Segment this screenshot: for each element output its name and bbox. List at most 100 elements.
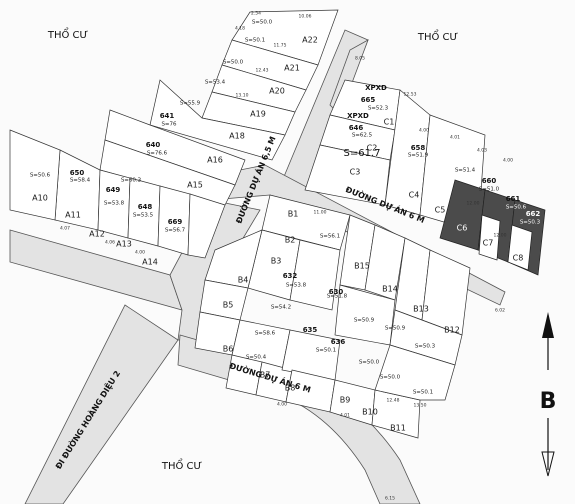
extra-areas: S=76 S=51.0 S=52.3 S=62.5 [161,106,499,193]
plot-area-a10: S=50.6 [30,173,51,179]
plot-name-c8: C8 [513,254,524,263]
plot-name-c7: C7 [483,239,494,248]
lot-number-665: 665 [361,96,376,104]
plot-area-a11: S=58.4 [70,178,91,184]
plot-name-b13: B13 [413,305,429,314]
lot-b3 [289,239,341,311]
lot-number-641: 641 [160,112,175,120]
dim-17: 12.00 [467,201,480,207]
lot-number-658: 658 [411,144,426,152]
lot-number-646: 646 [349,124,364,132]
plot-name-a10: A10 [32,194,48,203]
dimensions: 4.18 2.54 10.06 11.75 12.43 13.10 4.07 4… [60,11,513,502]
plot-name-b7: B7 [260,371,271,380]
dim-23: 13.50 [414,403,427,409]
plot-area-b15: S=51.8 [327,294,348,300]
plot-area-b14: S=50.9 [354,318,375,324]
plot-area-a13: S=53.5 [133,213,154,219]
plot-labels: A22 S=50.0 A21 S=50.1 A20 S=50.0 A19 S=5… [30,20,541,433]
plot-area-b8: S=50.1 [316,348,336,354]
plot-area-b10: S=50.0 [380,375,401,381]
lot-number-660: 660 [482,177,497,185]
plot-name-b1: B1 [288,210,299,219]
lot-label-xpxd-2: XPXD [347,112,369,120]
plot-name-a20: A20 [269,87,285,96]
plot-area-c8: S=50.3 [520,220,541,226]
plot-name-b10: B10 [362,408,378,417]
plot-area-b11: S=50.1 [413,390,433,396]
dim-9: 4.00 [135,250,145,256]
dim-2: 2.54 [251,11,261,17]
north-letter: B [540,389,557,414]
plot-area-b4: S=53.8 [286,283,307,289]
plot-area-b12: S=50.3 [415,344,436,350]
lot-number-632: 632 [283,272,298,280]
plot-area-a15: S=60.3 [121,178,142,184]
plot-area-a14: S=56.7 [165,228,186,234]
plot-name-c6: C6 [457,224,468,233]
lot-b-low [374,344,456,401]
lot-number-661: 661 [506,195,521,203]
plot-name-b15: B15 [354,262,370,271]
dim-1: 4.18 [235,26,245,32]
dim-4: 11.75 [274,43,287,49]
dim-18: 12.00 [494,233,507,239]
dim-13: 12.53 [404,92,417,98]
plot-area-c4: S=51.9 [408,153,429,159]
plot-name-c3: C3 [350,168,361,177]
dim-10: 11.00 [314,210,327,216]
lot-c7-inner [478,214,501,261]
plot-area-a22: S=50.0 [252,20,273,26]
plot-name-c5: C5 [435,206,446,215]
lot-641 [104,109,246,186]
plot-area-a12: S=53.8 [104,201,125,207]
plot-name-a12: A12 [89,230,105,239]
plot-name-a11: A11 [65,211,81,220]
plot-name-a22: A22 [302,36,318,45]
plot-area-b13: S=50.9 [385,326,406,332]
plot-name-a18: A18 [229,132,245,141]
plot-area-a18: S=55.9 [180,101,201,107]
plot-area-b5: S=54.2 [271,305,291,311]
plot-name-b8: B8 [285,384,296,393]
dim-6: 13.10 [236,93,249,99]
dim-7: 4.07 [60,226,70,232]
dim-22: 12.48 [387,398,400,404]
dim-15: 4.03 [477,148,487,154]
lot-numbers: 641 640 650 649 648 669 632 630 635 636 … [70,84,541,346]
plot-name-c4: C4 [409,191,420,200]
lot-a18 [149,79,286,161]
plot-name-a21: A21 [284,64,300,73]
plot-name-a14: A14 [142,258,158,267]
dim-12: 4.01 [450,135,460,141]
zone-label-bl: THỔ CƯ [161,457,202,472]
lot-number-640: 640 [146,141,161,149]
road-southwest [24,304,179,504]
zone-label-tr: THỔ CƯ [417,28,458,43]
lot-number-635: 635 [303,326,318,334]
lot-number-669: 669 [168,218,183,226]
plot-name-b6: B6 [223,345,234,354]
plot-name-c2: C2 [367,144,378,153]
lot-a15 [187,193,226,259]
plot-name-b12: B12 [444,326,460,335]
block-a [9,9,339,259]
dim-24: 6.15 [385,496,395,502]
area-641: S=76 [161,122,177,128]
plot-area-c3: S=61.7 [344,148,381,159]
lot-number-649: 649 [106,186,121,194]
dim-8: 4.06 [105,240,115,246]
area-660: S=51.0 [479,187,500,193]
block-c-dark [439,179,546,276]
dim-16: 4.00 [503,158,513,164]
plot-area-a21: S=50.1 [245,38,265,44]
area-665: S=52.3 [368,106,389,112]
plot-name-a19: A19 [250,110,266,119]
plot-area-c7: S=50.6 [506,205,527,211]
lot-number-648: 648 [138,203,153,211]
dim-11: 4.00 [419,128,429,134]
plot-area-b6: S=58.6 [255,331,276,337]
plot-name-b9: B9 [340,396,351,405]
dim-19: 6.02 [495,308,505,314]
